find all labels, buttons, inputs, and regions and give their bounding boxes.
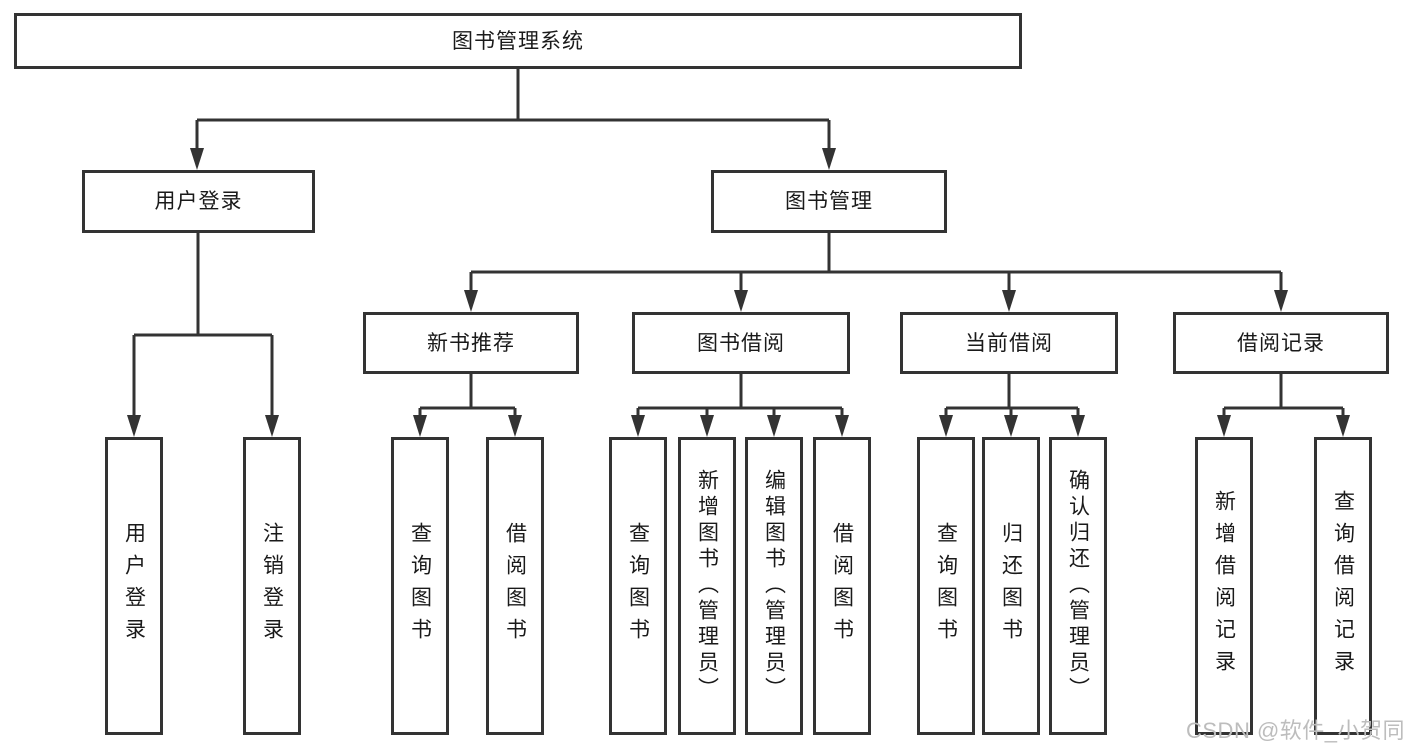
node-current-borrowing-label: 当前借阅 xyxy=(965,331,1053,355)
leaf-query-borrow-record-label: 查询借阅记录 xyxy=(1331,490,1355,682)
node-user-login: 用户登录 xyxy=(82,170,315,233)
leaf-edit-books-admin-label: 编辑图书（管理员） xyxy=(762,469,786,703)
leaf-logout-label: 注销登录 xyxy=(260,522,284,650)
leaf-borrow-books-2: 借阅图书 xyxy=(813,437,871,735)
node-root-label: 图书管理系统 xyxy=(452,29,584,53)
leaf-query-books-1: 查询图书 xyxy=(391,437,449,735)
arrowheads xyxy=(127,148,1350,437)
leaf-add-borrow-record: 新增借阅记录 xyxy=(1195,437,1253,735)
leaf-borrow-books-2-label: 借阅图书 xyxy=(830,522,854,650)
node-book-management-label: 图书管理 xyxy=(785,190,873,213)
leaf-user-login: 用户登录 xyxy=(105,437,163,735)
node-book-management: 图书管理 xyxy=(711,170,947,233)
leaf-add-books-admin: 新增图书（管理员） xyxy=(678,437,736,735)
leaf-borrow-books-1-label: 借阅图书 xyxy=(503,522,527,650)
node-borrow-records: 借阅记录 xyxy=(1173,312,1389,374)
connector-paths xyxy=(132,69,1345,418)
leaf-query-books-1-label: 查询图书 xyxy=(408,522,432,650)
leaf-edit-books-admin: 编辑图书（管理员） xyxy=(745,437,803,735)
node-user-login-label: 用户登录 xyxy=(154,190,243,213)
leaf-return-books: 归还图书 xyxy=(982,437,1040,735)
node-root: 图书管理系统 xyxy=(14,13,1022,69)
leaf-add-borrow-record-label: 新增借阅记录 xyxy=(1212,490,1236,682)
leaf-add-books-admin-label: 新增图书（管理员） xyxy=(695,469,719,703)
leaf-confirm-return-admin-label: 确认归还（管理员） xyxy=(1066,469,1090,703)
leaf-user-login-label: 用户登录 xyxy=(122,522,146,650)
leaf-query-borrow-record: 查询借阅记录 xyxy=(1314,437,1372,735)
node-book-borrowing-label: 图书借阅 xyxy=(697,331,785,355)
node-new-book-recommend-label: 新书推荐 xyxy=(427,331,515,355)
node-current-borrowing: 当前借阅 xyxy=(900,312,1118,374)
node-borrow-records-label: 借阅记录 xyxy=(1237,331,1325,355)
leaf-return-books-label: 归还图书 xyxy=(999,522,1023,650)
node-book-borrowing: 图书借阅 xyxy=(632,312,850,374)
leaf-borrow-books-1: 借阅图书 xyxy=(486,437,544,735)
csdn-watermark: CSDN @软件_小贺同学 xyxy=(1186,718,1405,743)
leaf-query-books-2: 查询图书 xyxy=(609,437,667,735)
leaf-confirm-return-admin: 确认归还（管理员） xyxy=(1049,437,1107,735)
node-new-book-recommend: 新书推荐 xyxy=(363,312,579,374)
leaf-query-books-3: 查询图书 xyxy=(917,437,975,735)
leaf-query-books-3-label: 查询图书 xyxy=(934,522,958,650)
leaf-logout: 注销登录 xyxy=(243,437,301,735)
leaf-query-books-2-label: 查询图书 xyxy=(626,522,650,650)
